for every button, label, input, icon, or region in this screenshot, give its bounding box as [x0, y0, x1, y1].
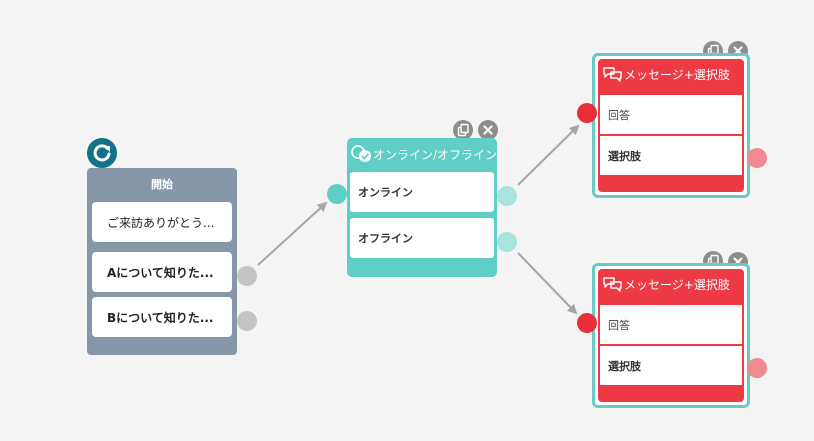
connector-offline-to-message-2: [517, 252, 578, 315]
message-2-input-port[interactable]: [577, 313, 597, 333]
branch-close-button[interactable]: [478, 120, 498, 140]
message-node-1-header: メッセージ+選択肢: [602, 65, 744, 83]
branch-copy-button[interactable]: [453, 120, 473, 140]
chat-bubbles-icon: [603, 67, 622, 82]
message-node-2-header: メッセージ+選択肢: [602, 275, 744, 293]
start-item-a-output-port[interactable]: [237, 266, 257, 286]
message-1-input-port[interactable]: [577, 103, 597, 123]
refresh-button[interactable]: [87, 138, 117, 168]
refresh-icon: [93, 144, 111, 162]
copy-icon: [457, 123, 469, 137]
start-item-b[interactable]: Bについて知りた...: [92, 297, 232, 337]
message-node-1-title: メッセージ+選択肢: [624, 67, 730, 82]
message-node-1[interactable]: メッセージ+選択肢 回答 選択肢: [598, 59, 744, 192]
start-item-greeting[interactable]: ご来訪ありがとう...: [92, 202, 232, 242]
connector-online-to-message-1: [517, 124, 580, 186]
chat-check-icon: [351, 145, 371, 162]
branch-online-output-port[interactable]: [497, 186, 517, 206]
message-2-choice[interactable]: 選択肢: [600, 346, 742, 385]
message-node-2-frame: メッセージ+選択肢 回答 選択肢: [592, 263, 750, 408]
branch-item-offline[interactable]: オフライン: [350, 218, 494, 258]
start-node[interactable]: 開始 ご来訪ありがとう... Aについて知りた... Bについて知りた...: [87, 168, 237, 355]
connector-start-to-branch: [257, 201, 328, 266]
close-icon: [483, 125, 493, 135]
start-item-b-output-port[interactable]: [237, 311, 257, 331]
message-node-1-frame: メッセージ+選択肢 回答 選択肢: [592, 53, 750, 198]
branch-item-online[interactable]: オンライン: [350, 172, 494, 212]
message-1-answer[interactable]: 回答: [600, 95, 742, 134]
chat-bubbles-icon: [603, 277, 622, 292]
message-2-answer[interactable]: 回答: [600, 305, 742, 344]
branch-offline-output-port[interactable]: [497, 232, 517, 252]
message-1-choice-output-port[interactable]: [747, 148, 767, 168]
message-2-choice-output-port[interactable]: [747, 358, 767, 378]
branch-node[interactable]: オンライン/オフライン オンライン オフライン: [347, 138, 497, 277]
branch-input-port[interactable]: [327, 184, 347, 204]
message-1-choice[interactable]: 選択肢: [600, 136, 742, 175]
message-node-2-title: メッセージ+選択肢: [624, 277, 730, 292]
message-node-2[interactable]: メッセージ+選択肢 回答 選択肢: [598, 269, 744, 402]
branch-node-header: オンライン/オフライン: [349, 144, 497, 164]
start-node-title: 開始: [151, 178, 173, 191]
branch-node-title: オンライン/オフライン: [373, 147, 497, 162]
start-item-a[interactable]: Aについて知りた...: [92, 252, 232, 292]
